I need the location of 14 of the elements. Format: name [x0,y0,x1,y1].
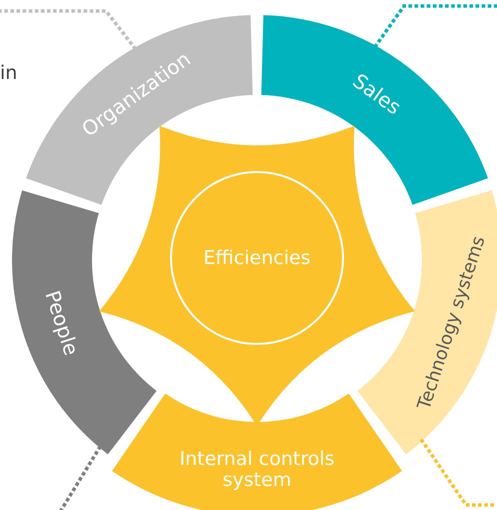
center-circle [170,171,344,345]
segment-label: People [39,287,85,361]
leader-line [58,446,102,510]
ring-segment [12,190,157,454]
ring-segment [26,15,253,205]
ring-segment [112,394,402,510]
leader-line [0,9,136,50]
ring-segment [357,190,497,454]
center-label: Efficiencies [203,247,311,269]
cut-off-text: in [0,62,18,84]
segment-label: Internal controls system [178,449,336,491]
leader-line [374,4,497,48]
leader-line [420,439,497,507]
ring-segment [261,15,488,205]
